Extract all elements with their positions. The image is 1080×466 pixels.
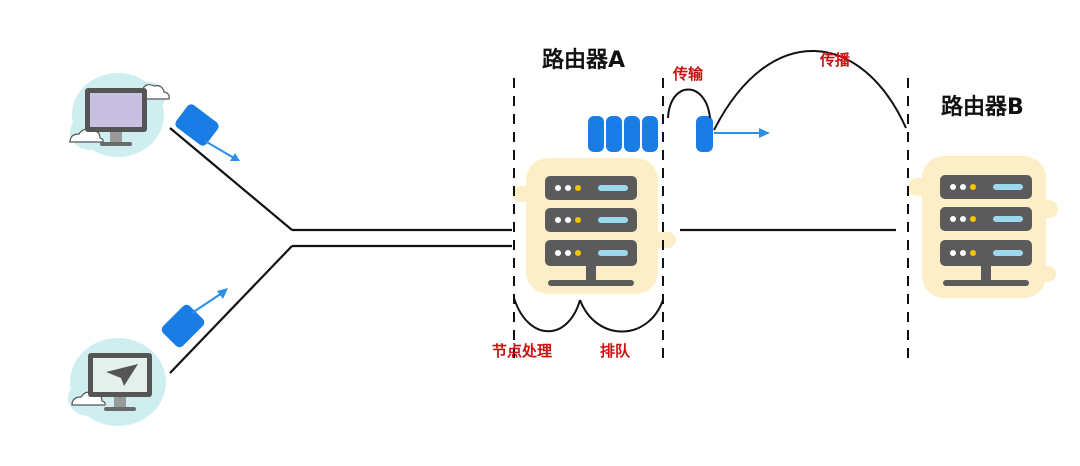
desktop-computer-icon	[85, 88, 147, 146]
packet-arrow	[191, 292, 223, 314]
output-queue	[588, 116, 658, 152]
packet-icon	[696, 116, 713, 152]
router-a-title: 路由器A	[542, 48, 626, 73]
packet-top	[175, 104, 240, 161]
processing-arc	[513, 297, 581, 333]
router-b-title: 路由器B	[941, 95, 1024, 120]
transmission-arc	[667, 88, 711, 119]
packet-bottom	[161, 288, 228, 348]
packet-arrow	[204, 140, 235, 159]
router-b	[908, 156, 1058, 298]
packet-icon	[624, 116, 640, 152]
processing-delay-label: 节点处理	[492, 342, 553, 360]
router-a	[512, 158, 676, 294]
link-top-host	[169, 127, 293, 231]
server-stack-icon	[940, 175, 1032, 286]
delay-arcs	[513, 50, 907, 333]
packet-icon	[175, 104, 219, 146]
packet-in-transit	[696, 116, 770, 152]
server-stack-icon	[545, 176, 637, 286]
packet-icon	[588, 116, 604, 152]
propagation-delay-label: 传播	[820, 51, 851, 69]
boundary-lines	[513, 78, 909, 366]
propagation-arc	[713, 50, 907, 131]
packet-icon	[642, 116, 658, 152]
packet-icon	[161, 304, 205, 348]
queuing-arc	[579, 299, 664, 333]
queuing-delay-label: 排队	[600, 342, 631, 360]
network-links	[169, 127, 896, 374]
host-computer-top	[69, 73, 170, 157]
transmission-delay-label: 传输	[673, 65, 704, 83]
host-computer-bottom	[68, 338, 166, 426]
paper-plane-computer-icon	[88, 353, 152, 411]
link-bottom-host	[169, 245, 293, 374]
packet-icon	[606, 116, 622, 152]
